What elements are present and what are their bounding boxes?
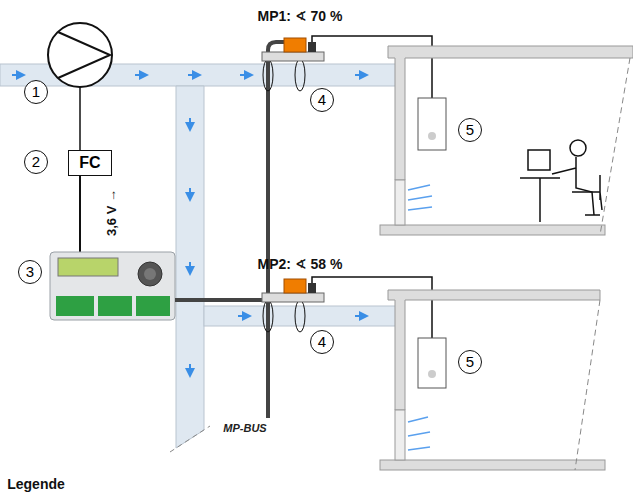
branch-duct <box>204 306 400 326</box>
actuator-position: MP1: ∢ 70 % <box>258 8 343 24</box>
legend-heading: Legende <box>7 476 65 492</box>
callout-number: 1 <box>24 80 48 104</box>
person-figure <box>520 140 602 222</box>
callout-number: 5 <box>458 118 482 142</box>
callout-number: 4 <box>310 88 334 112</box>
controller-device <box>50 252 175 320</box>
room-sensor <box>418 98 446 388</box>
bus-logo: MP-BUS <box>223 422 266 434</box>
damper-actuator <box>262 38 324 332</box>
signal-voltage: 3,6 V → <box>104 187 119 238</box>
callout-number: 3 <box>18 260 42 284</box>
controller-box: FC <box>68 150 112 176</box>
fan-symbol <box>48 23 112 87</box>
callout-number: 2 <box>24 150 48 174</box>
flow-arrows <box>12 75 367 376</box>
riser-duct <box>176 86 204 448</box>
callout-number: 4 <box>310 330 334 354</box>
building-floors <box>380 46 633 470</box>
callout-number: 5 <box>458 350 482 374</box>
actuator-position: MP2: ∢ 58 % <box>258 256 343 272</box>
node-text: FC <box>79 154 100 172</box>
mp-bus-wire <box>175 42 285 418</box>
